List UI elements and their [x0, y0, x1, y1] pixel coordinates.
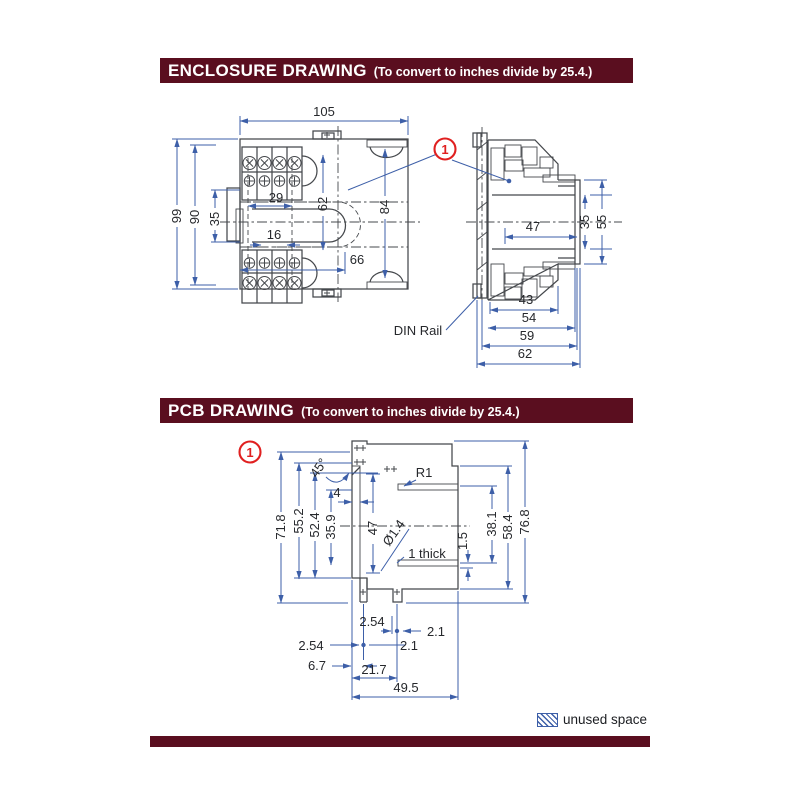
- pcb-hatch-window-top: [397, 483, 459, 491]
- enclosure-header-subtitle: (To convert to inches divide by 25.4.): [373, 64, 593, 79]
- dim-2-54-a: 2.54: [359, 614, 384, 629]
- dim-47-pcb: 47: [365, 521, 380, 535]
- dim-84: 84: [377, 200, 392, 214]
- pcb-callout-1: 1: [238, 440, 262, 464]
- dim-6-7: 6.7: [308, 658, 326, 673]
- dim-62-side: 62: [518, 346, 532, 361]
- pcb-drawing-header: PCB DRAWING (To convert to inches divide…: [160, 398, 633, 423]
- note-1-thick: 1 thick: [408, 546, 446, 561]
- front-dim-labels: 105 99 90 35 29 16 62 84 66: [169, 104, 392, 267]
- front-dim-lines: [172, 116, 409, 290]
- dim-45deg: 45°: [307, 455, 331, 480]
- pcb-header-subtitle: (To convert to inches divide by 25.4.): [301, 404, 520, 419]
- dim-58-4: 58.4: [500, 514, 515, 539]
- dim-71-8: 71.8: [273, 514, 288, 539]
- pcb-drawing: 45° R1 4 71.8 55.2 52.4 35.9 47 Ø1.4 1 t…: [238, 440, 532, 700]
- dim-2-1-a: 2.1: [427, 624, 445, 639]
- pcb-dim-lines: [277, 440, 529, 700]
- legend-label: unused space: [563, 712, 648, 727]
- dim-105: 105: [313, 104, 335, 119]
- unused-space-legend: unused space: [537, 712, 647, 727]
- dim-47-side: 47: [526, 219, 540, 234]
- dim-52-4: 52.4: [307, 512, 322, 537]
- pcb-hatch-window-bottom: [397, 559, 459, 567]
- dim-49-5: 49.5: [393, 680, 418, 695]
- hatch-bottom-right: [366, 281, 408, 290]
- dim-54: 54: [522, 310, 536, 325]
- enclosure-front-view: 105 99 90 35 29 16 62 84 66: [169, 104, 420, 304]
- dim-55-2: 55.2: [291, 508, 306, 533]
- dim-35-9: 35.9: [323, 514, 338, 539]
- side-terminal-detail: [466, 127, 622, 304]
- dim-66: 66: [350, 252, 364, 267]
- dim-21-7: 21.7: [361, 662, 386, 677]
- side-dim-lines: [445, 179, 612, 368]
- dim-2-1-b: 2.1: [400, 638, 418, 653]
- dim-16: 16: [267, 227, 281, 242]
- page-footer-bar: [150, 736, 650, 747]
- dim-59: 59: [520, 328, 534, 343]
- dim-55: 55: [594, 215, 609, 229]
- din-rail-label: DIN Rail: [394, 323, 443, 338]
- dim-r1: R1: [416, 465, 433, 480]
- pcb-header-title: PCB DRAWING: [168, 400, 295, 420]
- callout-1-enclosure: 1: [441, 142, 448, 157]
- enclosure-drawing-header: ENCLOSURE DRAWING (To convert to inches …: [160, 58, 633, 83]
- pcb-hatch-left: [351, 465, 361, 579]
- hatch-swatch-icon: [537, 712, 558, 727]
- dim-29: 29: [269, 190, 283, 205]
- dim-38-1: 38.1: [484, 511, 499, 536]
- dim-35-side: 35: [577, 215, 592, 229]
- side-dim-labels: 35 55 47 43 54 59 62 DIN Rail: [394, 215, 609, 361]
- dim-4: 4: [333, 485, 340, 500]
- dim-90: 90: [187, 210, 202, 224]
- enclosure-header-title: ENCLOSURE DRAWING: [168, 60, 367, 80]
- hatch-side-top: [542, 174, 576, 183]
- dim-35: 35: [207, 212, 222, 226]
- dim-43: 43: [519, 292, 533, 307]
- enclosure-side-view: 35 55 47 43 54 59 62 DIN Rail: [394, 127, 622, 368]
- callout-1-pcb: 1: [246, 445, 253, 460]
- pcb-dim-labels: 45° R1 4 71.8 55.2 52.4 35.9 47 Ø1.4 1 t…: [273, 455, 532, 695]
- hatch-top-right: [366, 139, 408, 148]
- dim-76-8: 76.8: [517, 509, 532, 534]
- dim-1-5: 1.5: [455, 532, 470, 550]
- dim-2-54-b: 2.54: [298, 638, 323, 653]
- dim-62: 62: [315, 197, 330, 211]
- dim-99: 99: [169, 209, 184, 223]
- dim-dia-1-4: Ø1.4: [379, 517, 407, 549]
- enclosure-callout-1: 1: [347, 137, 512, 191]
- hatch-side-bottom: [542, 261, 576, 270]
- hatch-left: [235, 208, 244, 244]
